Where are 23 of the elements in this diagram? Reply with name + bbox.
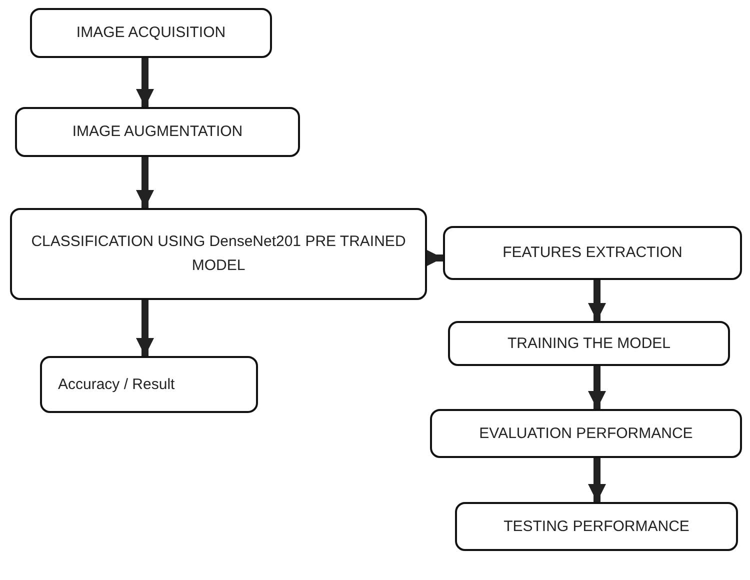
box-label: IMAGE AUGMENTATION [72, 122, 243, 142]
process-box [430, 409, 742, 458]
box-label: Accuracy / Result [58, 374, 175, 394]
box-label: TESTING PERFORMANCE [504, 516, 690, 536]
box-label: FEATURES EXTRACTION [502, 243, 682, 263]
arrow [588, 280, 606, 321]
process-box [30, 8, 272, 58]
arrow [424, 248, 443, 268]
arrow [136, 300, 154, 356]
arrow [588, 366, 606, 409]
arrow [136, 58, 154, 107]
process-box [448, 321, 730, 366]
box-label: TRAINING THE MODEL [507, 334, 671, 354]
arrow [136, 157, 154, 208]
arrow [588, 458, 606, 502]
box-label: CLASSIFICATION USING DenseNet201 PRE TRAINED MODEL [30, 232, 407, 276]
box-label: EVALUATION PERFORMANCE [479, 424, 693, 444]
process-box [443, 226, 742, 280]
process-box [15, 107, 300, 157]
process-box [10, 208, 427, 300]
process-box [455, 502, 738, 551]
process-box [40, 356, 258, 413]
box-label: IMAGE ACQUISITION [76, 23, 226, 43]
